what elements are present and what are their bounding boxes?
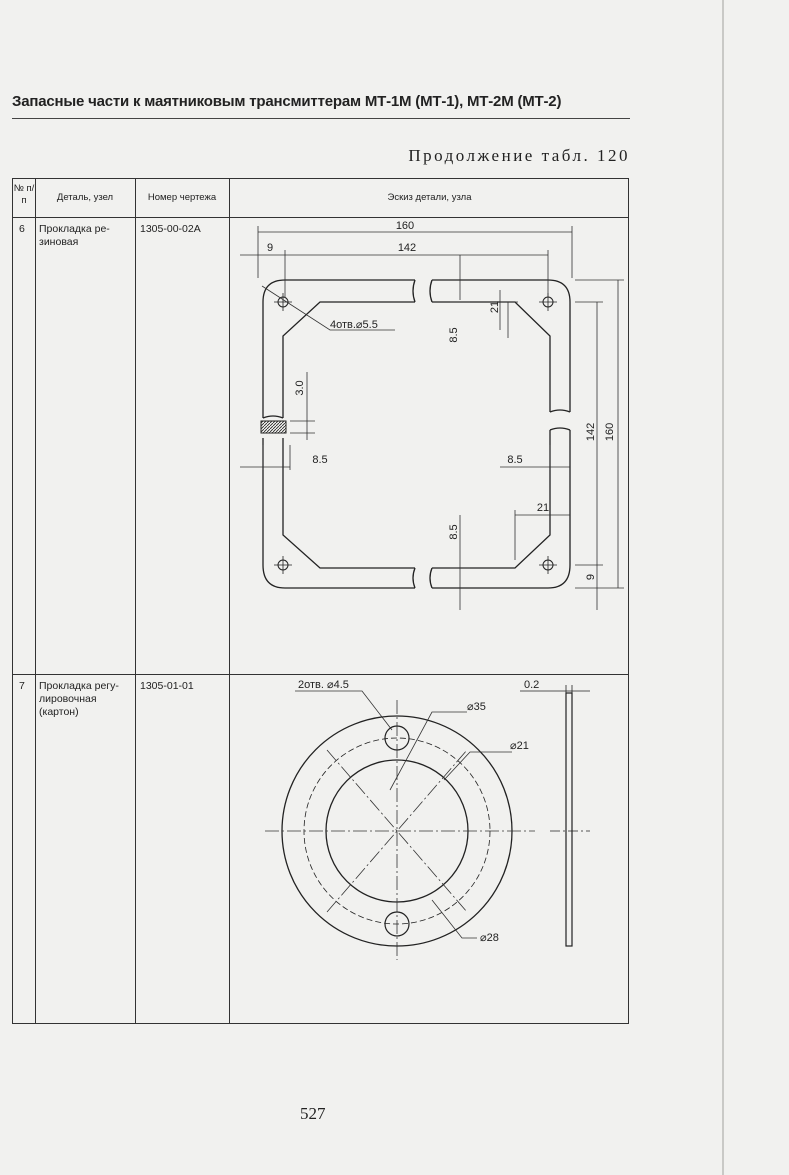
col-header-num: № п/п [13, 183, 35, 206]
table-continuation: Продолжение табл. 120 [408, 146, 630, 165]
holes-callout: 2отв. ⌀4.5 [298, 679, 349, 691]
dim-9-top: 9 [267, 242, 273, 254]
mounting-holes [277, 296, 554, 571]
column-divider [135, 179, 136, 1023]
dim-9-right: 9 [585, 574, 597, 580]
diameter-35: ⌀35 [467, 701, 486, 713]
dim-142-top: 142 [398, 242, 416, 254]
dim-160-right: 160 [604, 423, 616, 441]
row-7-part: Прокладка регу-лировочная (картон) [39, 680, 119, 718]
row-7-drawing: 1305-01-01 [140, 680, 194, 692]
column-divider [35, 179, 36, 1023]
center-lines [265, 700, 535, 960]
row-divider [13, 674, 628, 675]
dimension-lines [240, 226, 624, 610]
gasket-frame-drawing: 160 9 142 4отв.⌀5.5 21 8.5 3.0 8.5 8.5 2… [240, 220, 624, 610]
dim-21-lower: 21 [537, 502, 549, 514]
holes-callout: 4отв.⌀5.5 [330, 319, 378, 331]
row-6-num: 6 [19, 223, 25, 235]
thickness-label: 0.2 [524, 679, 539, 691]
running-title: Запасные части к маятниковым трансмиттер… [12, 93, 562, 110]
page-number: 527 [300, 1104, 326, 1123]
dim-142-right: 142 [585, 423, 597, 441]
row-6-drawing: 1305-00-02А [140, 223, 201, 235]
dim-8-5-left: 8.5 [312, 454, 327, 466]
header-rule [12, 118, 630, 119]
row-6-part: Прокладка ре-зиновая [39, 223, 110, 248]
col-header-drawing: Номер чертежа [147, 192, 217, 203]
column-divider [229, 179, 230, 1023]
shim-side-view [520, 685, 590, 947]
page-edge [722, 0, 724, 1175]
dim-21-upper: 21 [489, 301, 501, 313]
gasket-outline [262, 279, 571, 589]
dim-3-0: 3.0 [294, 380, 306, 395]
leader-lines [295, 690, 512, 939]
col-header-part: Деталь, узел [56, 192, 114, 203]
hole-centerlines [274, 293, 557, 574]
dim-8-5-right: 8.5 [507, 454, 522, 466]
parts-table: № п/п Деталь, узел Номер чертежа Эскиз д… [12, 178, 629, 1024]
header-divider [13, 217, 628, 218]
col-header-sketch: Эскиз детали, узла [387, 192, 472, 203]
dim-8-5-upper: 8.5 [448, 327, 460, 342]
diameter-28: ⌀28 [480, 932, 499, 944]
shim-drawing: 2отв. ⌀4.5 0.2 ⌀35 ⌀21 ⌀28 [265, 679, 590, 960]
row-7-num: 7 [19, 680, 25, 692]
dim-8-5-lower: 8.5 [448, 524, 460, 539]
dim-160-top: 160 [396, 220, 414, 232]
section-hatch [260, 420, 287, 434]
diameter-21: ⌀21 [510, 740, 529, 752]
